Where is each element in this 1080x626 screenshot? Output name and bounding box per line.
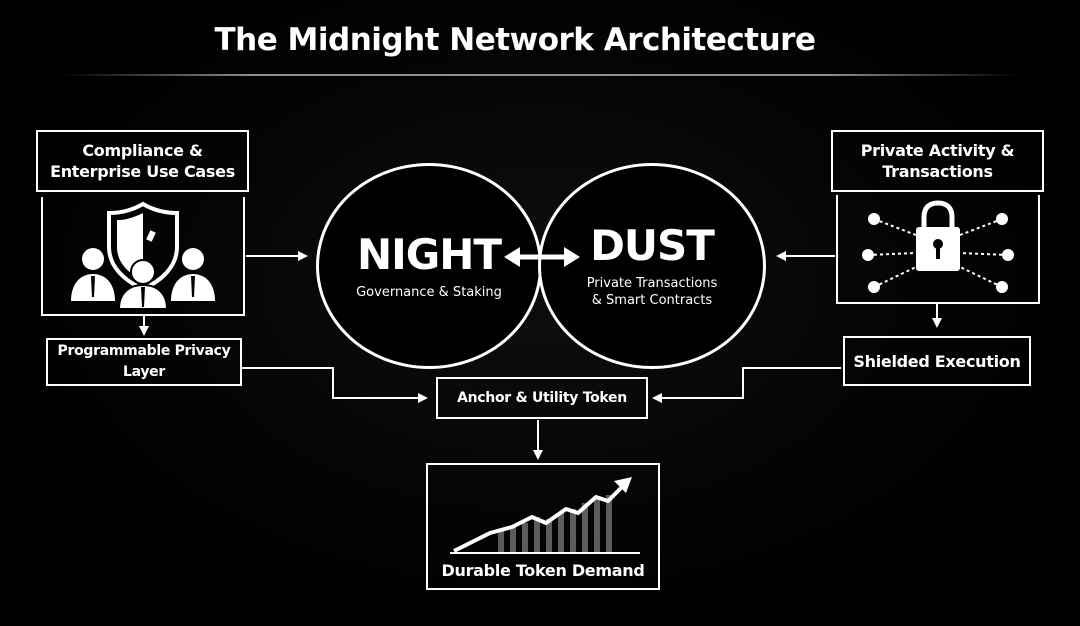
title-divider — [60, 74, 1020, 76]
compliance-enterprise-label: Compliance & Enterprise Use Cases — [50, 140, 235, 182]
compliance-enterprise-box: Compliance & Enterprise Use Cases — [36, 130, 249, 192]
padlock-network-icon — [862, 200, 1014, 293]
dust-subtitle-line-1: Private Transactions — [586, 276, 718, 291]
page-title: The Midnight Network Architecture — [214, 22, 816, 58]
dust-title: DUST — [590, 221, 715, 270]
private-activity-label: Private Activity & Transactions — [861, 140, 1015, 182]
shielded-execution-box: Shielded Execution — [843, 336, 1031, 386]
compliance-heading-line-2: Enterprise Use Cases — [50, 162, 235, 181]
night-subtitle: Governance & Staking — [356, 284, 502, 300]
anchor-utility-token-label: Anchor & Utility Token — [457, 389, 627, 406]
durable-token-demand-label: Durable Token Demand — [441, 561, 645, 580]
dust-subtitle: Private Transactions & Smart Contracts — [587, 275, 718, 309]
privacy-icon-frame — [836, 195, 1040, 304]
programmable-privacy-layer-box: Programmable Privacy Layer — [46, 338, 242, 386]
private-activity-heading-line-2: Transactions — [882, 162, 993, 181]
anchor-utility-token-box: Anchor & Utility Token — [436, 377, 648, 419]
arrow-shielded-execution-to-anchor — [652, 367, 841, 403]
private-activity-box: Private Activity & Transactions — [831, 130, 1044, 192]
shielded-execution-label: Shielded Execution — [853, 351, 1021, 371]
night-title: NIGHT — [356, 229, 502, 279]
night-dust-double-arrow-icon — [504, 247, 580, 267]
durable-token-demand-box: Durable Token Demand — [426, 463, 660, 590]
private-activity-heading-line-1: Private Activity & — [860, 141, 1015, 160]
enterprise-people-shield-icon — [71, 201, 215, 310]
programmable-privacy-layer-label: Programmable Privacy Layer — [57, 343, 231, 380]
dust-circle: DUST Private Transactions & Smart Contra… — [538, 163, 766, 369]
arrow-privacy-layer-to-anchor — [240, 367, 428, 403]
enterprise-icon-frame — [41, 197, 245, 316]
rising-trend-chart-icon — [450, 477, 640, 554]
dust-subtitle-line-2: & Smart Contracts — [591, 293, 713, 308]
compliance-heading-line-1: Compliance & — [82, 141, 203, 160]
